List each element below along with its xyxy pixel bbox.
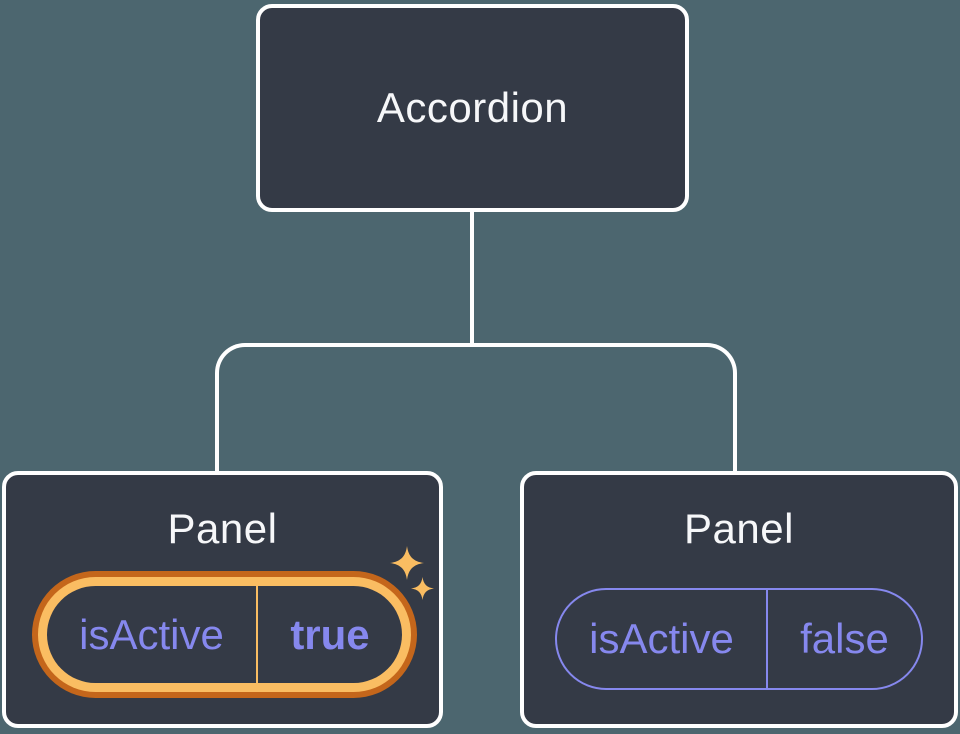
sparkle-icon-small xyxy=(411,577,434,600)
state-value: false xyxy=(800,615,889,662)
state-name: isActive xyxy=(79,610,224,658)
panel-node-label: Panel xyxy=(167,505,278,552)
component-node-panel-inactive: Panel isActive false xyxy=(520,471,958,728)
state-pill-divider xyxy=(766,590,768,688)
state-name: isActive xyxy=(589,615,734,662)
sparkle-icon-large xyxy=(390,546,424,580)
state-pill-gold-ring: isActive true xyxy=(38,577,411,692)
state-value: true xyxy=(290,610,370,658)
component-node-panel-active: Panel isActive true xyxy=(2,471,443,728)
connector-stem xyxy=(470,211,474,345)
state-pill-active: isActive true xyxy=(47,586,402,683)
connector-branch xyxy=(215,343,737,471)
state-pill-highlight-ring: isActive true xyxy=(32,571,417,698)
state-pill-divider xyxy=(256,586,258,683)
accordion-node-label: Accordion xyxy=(376,84,569,131)
state-pill-inactive: isActive false xyxy=(555,588,923,690)
component-node-accordion: Accordion xyxy=(256,4,689,212)
panel-node-label: Panel xyxy=(684,505,794,552)
